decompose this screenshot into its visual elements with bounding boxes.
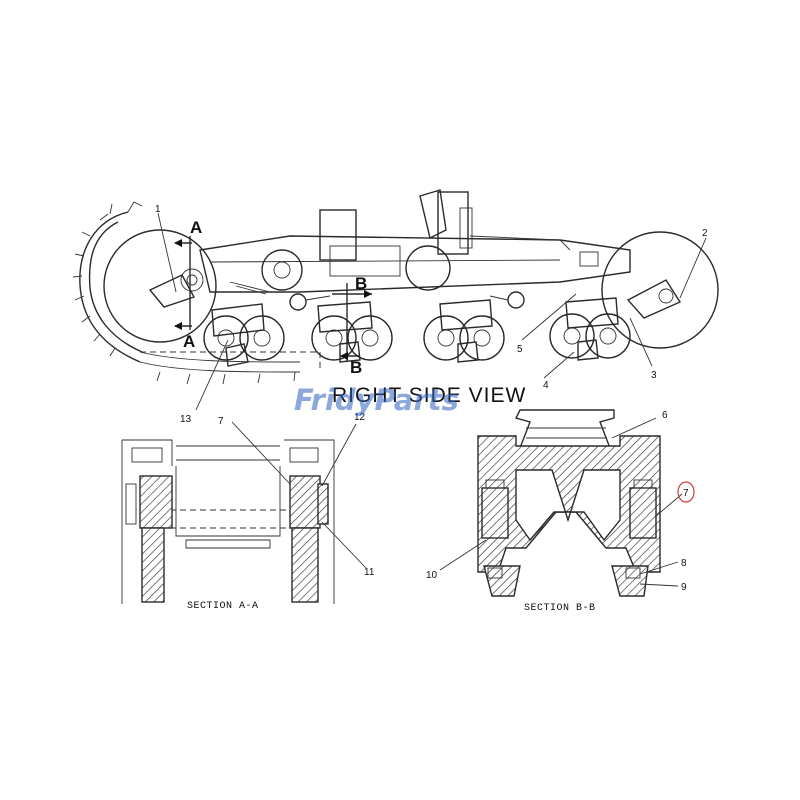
callout-13: 13 xyxy=(180,414,192,425)
callout-1: 1 xyxy=(155,204,161,215)
track-roller-frame xyxy=(199,189,631,295)
track-rollers xyxy=(203,291,631,367)
watermark-part2: Parts xyxy=(375,383,459,417)
section-a-a xyxy=(121,421,367,604)
callout-9: 9 xyxy=(681,582,687,593)
callout-6: 6 xyxy=(662,410,668,421)
callout-11: 11 xyxy=(364,567,375,578)
section-b-label: SECTION B-B xyxy=(524,603,596,614)
svg-text:FridyParts: FridyParts xyxy=(294,383,459,417)
section-b-bottom-marker: B xyxy=(350,358,362,377)
callout-4: 4 xyxy=(543,380,549,391)
callout-8: 8 xyxy=(681,558,687,569)
callout-7-section-a: 7 xyxy=(218,416,224,427)
callout-2: 2 xyxy=(702,228,708,239)
watermark-part1: Fridy xyxy=(294,383,376,417)
callout-3: 3 xyxy=(651,370,657,381)
rear-idler xyxy=(601,231,719,349)
callout-12: 12 xyxy=(354,412,366,423)
section-a-label: SECTION A-A xyxy=(187,601,259,612)
callout-5: 5 xyxy=(517,344,523,355)
section-b-top-marker: B xyxy=(355,274,367,293)
watermark-logo: FridyParts xyxy=(294,383,459,417)
section-b-cut: B B xyxy=(332,274,372,377)
roller-1 xyxy=(203,303,285,367)
view-title: RIGHT SIDE VIEW xyxy=(332,384,526,407)
callout-10: 10 xyxy=(426,570,438,581)
section-a-bottom-marker: A xyxy=(183,332,195,351)
roller-4 xyxy=(549,297,631,361)
roller-2 xyxy=(311,301,393,363)
callout-7-section-b: 7 xyxy=(683,488,689,499)
section-a-cut: A A xyxy=(174,218,202,351)
track-chain xyxy=(72,201,301,385)
roller-3 xyxy=(423,299,505,363)
callout-7-highlight xyxy=(677,481,695,503)
section-b-b xyxy=(439,409,683,597)
front-idler xyxy=(103,229,217,343)
right-side-view: A A B B xyxy=(72,189,719,411)
section-a-top-marker: A xyxy=(190,218,202,237)
